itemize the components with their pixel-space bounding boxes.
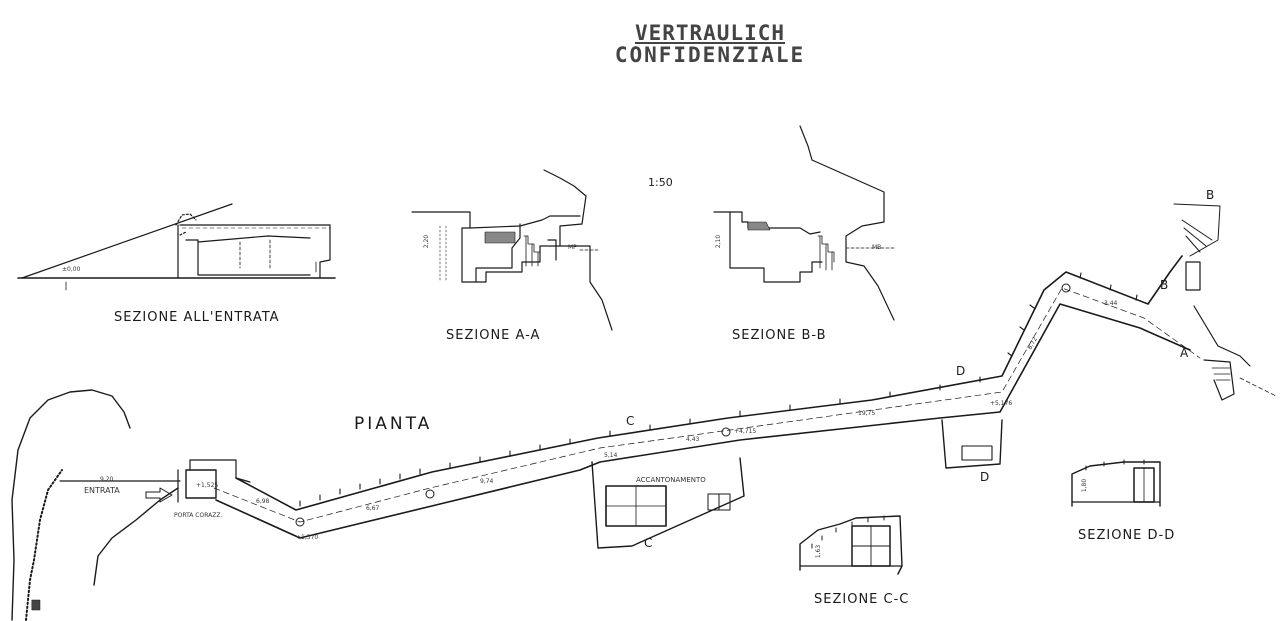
dim-level-4: +5,176 [990, 400, 1013, 407]
label-porta-corazz: PORTA CORAZZ. [174, 512, 223, 519]
section-c-c-drawing [799, 515, 903, 575]
dim-segment-3: 9,74 [480, 478, 494, 485]
stamp-line-1: VERTRAULICH [634, 21, 786, 45]
marker-c-bottom: C [644, 536, 653, 550]
confidential-stamp: VERTRAULICH CONFIDENZIALE [610, 22, 810, 66]
title-sezione-b-b: SEZIONE B-B [732, 328, 827, 343]
label-accantonamento: ACCANTONAMENTO [636, 476, 706, 484]
marker-c-top: C [626, 414, 635, 428]
section-b-b-drawing [713, 125, 897, 321]
section-entrance-drawing [17, 203, 336, 291]
section-d-d-drawing [1071, 459, 1161, 507]
dim-level-3: +4,715 [734, 428, 757, 435]
title-sezione-a-a: SEZIONE A-A [446, 328, 541, 343]
dim-segment-5: 4,43 [686, 436, 700, 443]
marker-d-bottom: D [980, 470, 990, 484]
title-sezione-d-d: SEZIONE D-D [1078, 528, 1176, 543]
dim-entrata-level: ±0,00 [62, 266, 81, 273]
plan-drawing [11, 203, 1277, 621]
label-entrata: ENTRATA [84, 486, 120, 495]
section-a-a-drawing [411, 169, 613, 331]
dim-segment-1: 6,98 [256, 498, 270, 505]
dim-entrata-width: 9,20 [100, 476, 114, 483]
dim-segment-8: 3,44 [1104, 300, 1118, 307]
label-mb: MB [872, 244, 882, 251]
title-sezione-entrata: SEZIONE ALL'ENTRATA [114, 310, 280, 325]
marker-b-top: B [1206, 188, 1215, 202]
dim-dd-height: 1,80 [1081, 478, 1089, 493]
dim-level-1: +1,525 [196, 482, 219, 489]
dim-bb-height: 2,10 [715, 234, 723, 249]
dim-aa-height: 2,20 [423, 234, 431, 249]
dim-level-2: +1,370 [296, 534, 319, 541]
label-mp: MP [568, 244, 577, 251]
dim-segment-2: 6,67 [366, 505, 380, 512]
scale-label: 1:50 [648, 176, 673, 189]
dim-cc-height: 1,63 [815, 544, 823, 559]
title-pianta: PIANTA [354, 414, 433, 434]
title-sezione-c-c: SEZIONE C-C [814, 592, 910, 607]
marker-a: A [1180, 346, 1189, 360]
dim-segment-4: 5,14 [604, 452, 618, 459]
marker-d-top: D [956, 364, 966, 378]
stamp-line-2: CONFIDENZIALE [614, 43, 806, 67]
dim-segment-6: 19,75 [858, 410, 876, 417]
marker-b-mid: B [1160, 278, 1169, 292]
